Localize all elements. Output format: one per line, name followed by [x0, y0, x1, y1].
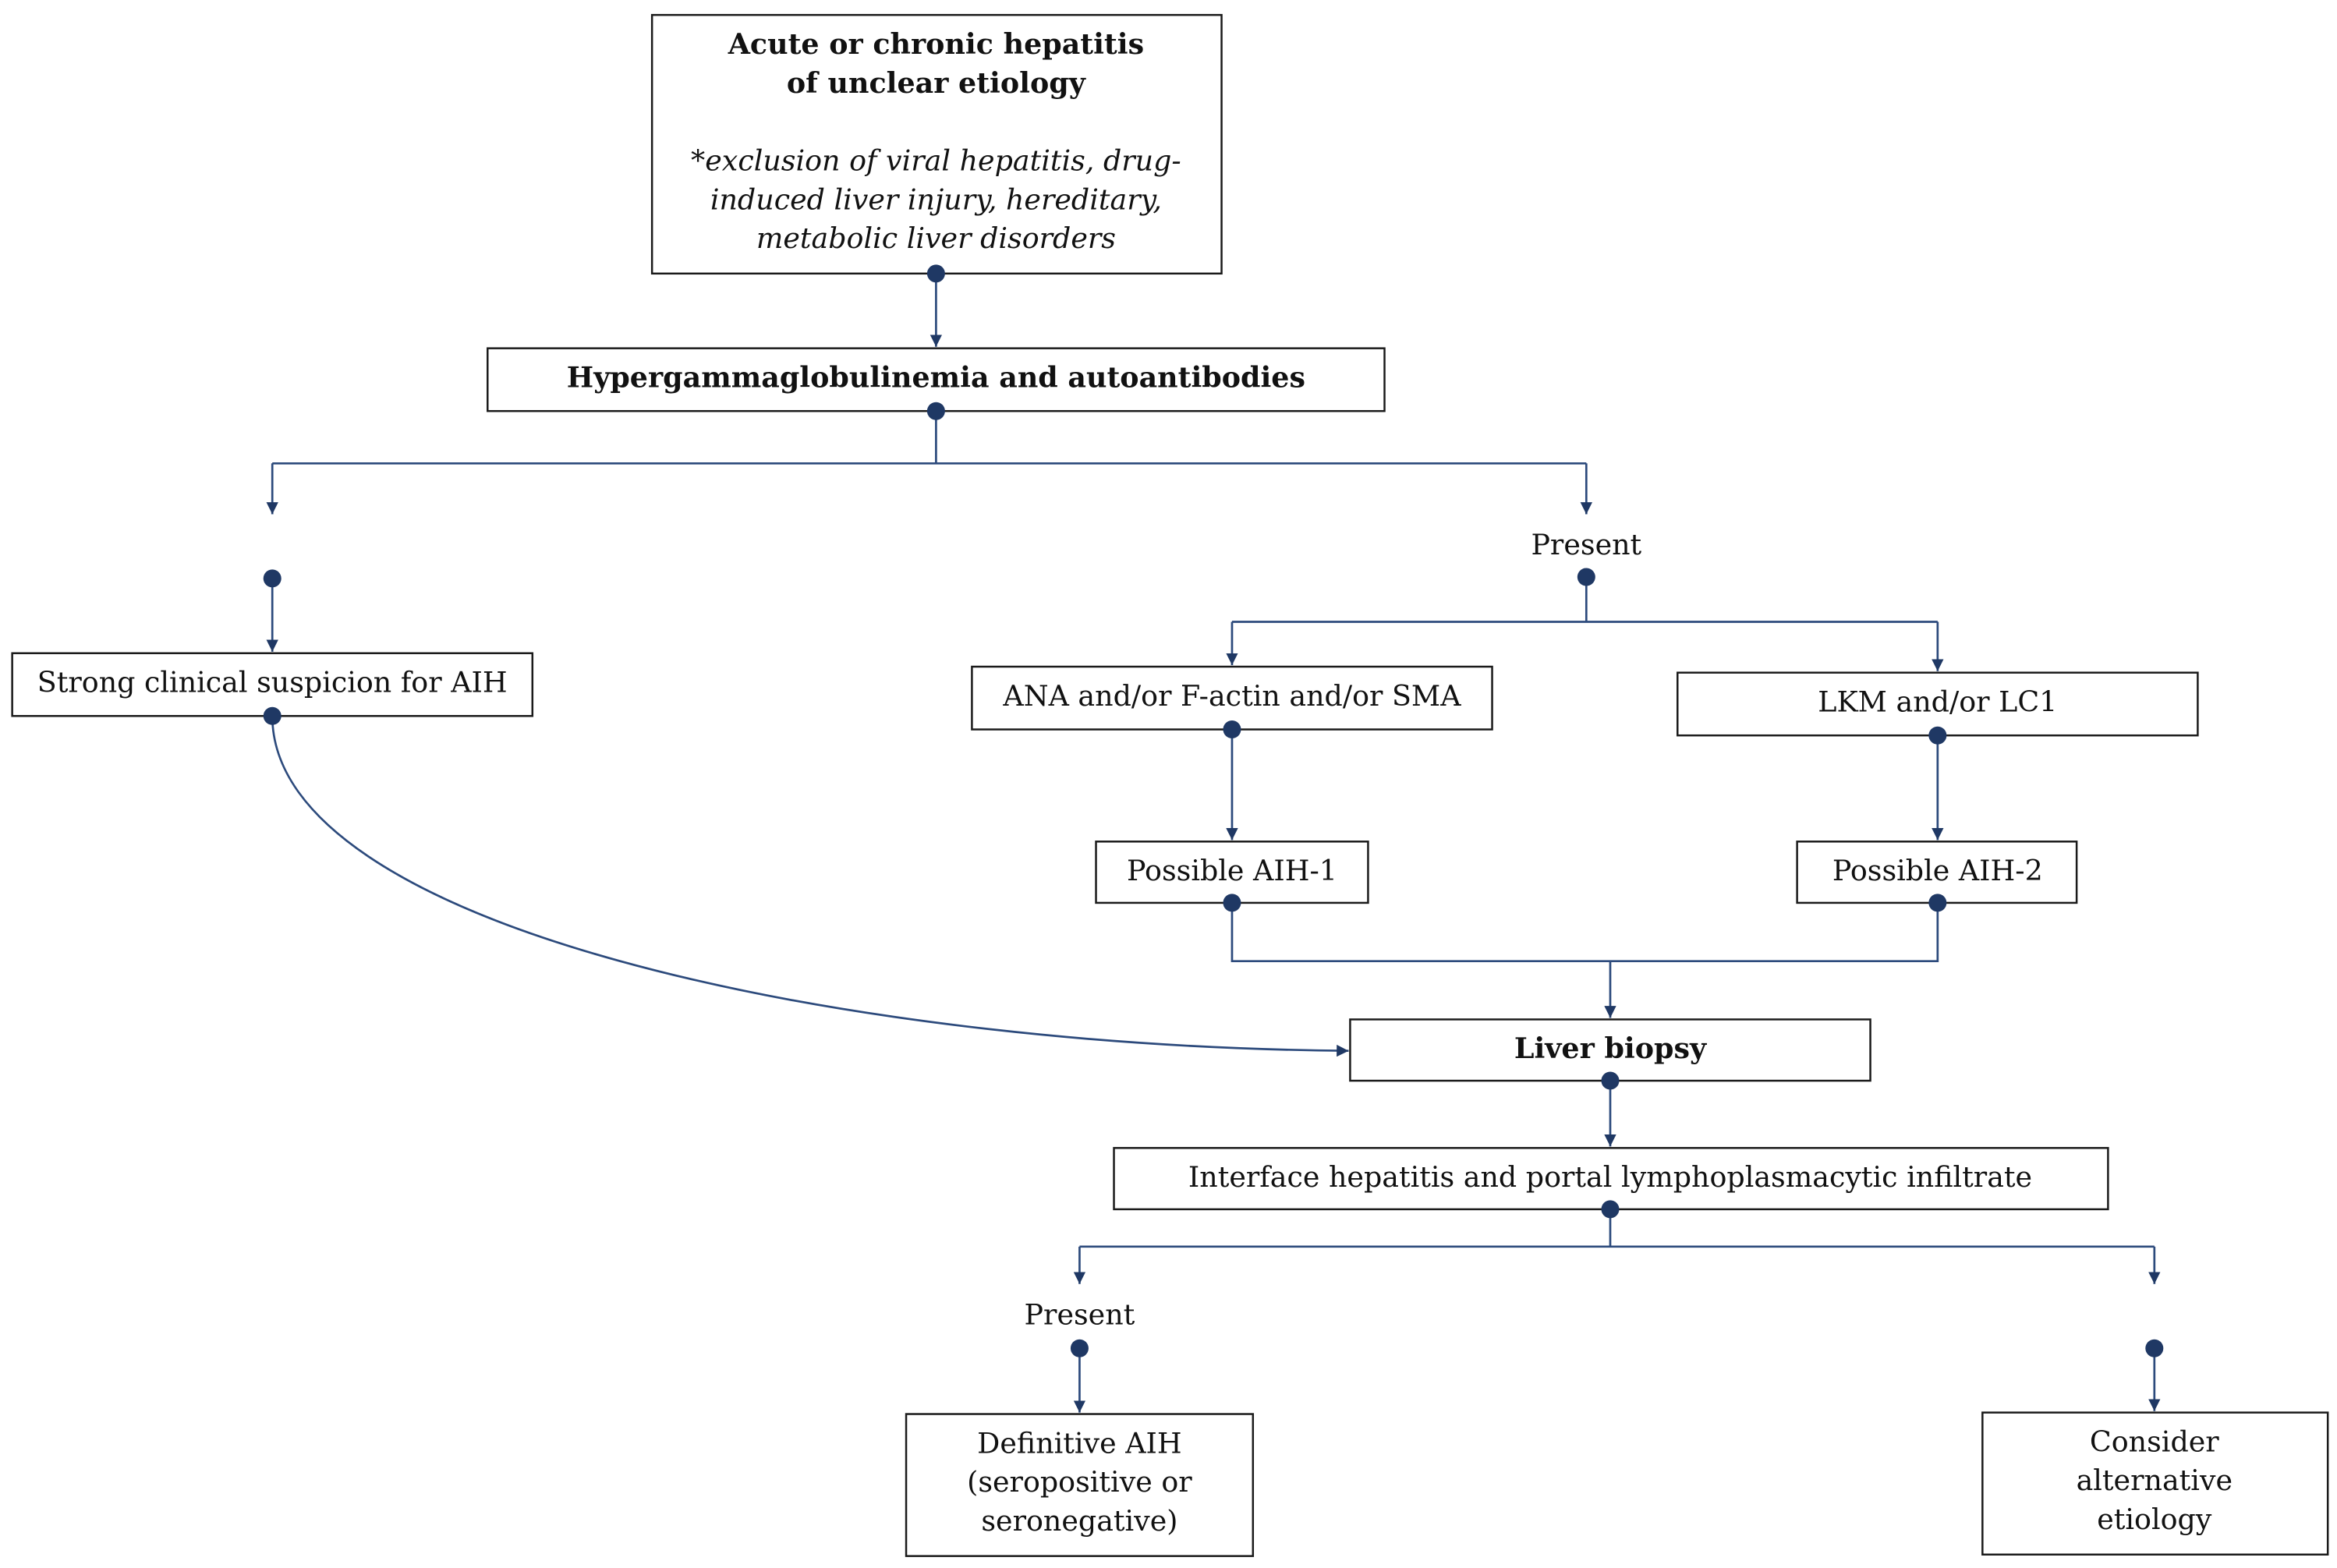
- biopsy-label: Liver biopsy: [1514, 1032, 1708, 1065]
- interface-label: Interface hepatitis and portal lymphopla…: [1188, 1160, 2032, 1194]
- node-start: Acute or chronic hepatitis of unclear et…: [650, 13, 1223, 275]
- node-interface-hepatitis: Interface hepatitis and portal lymphopla…: [1113, 1147, 2109, 1211]
- definitive-line: seronegative): [981, 1504, 1177, 1538]
- ana-label: ANA and/or F-actin and/or SMA: [1002, 679, 1461, 713]
- aih1-label: Possible AIH-1: [1127, 854, 1337, 887]
- node-lkm: LKM and/or LC1: [1677, 671, 2199, 737]
- lkm-label: LKM and/or LC1: [1818, 685, 2057, 718]
- connector-dot: [1070, 1339, 1089, 1357]
- connector-dot: [1223, 894, 1241, 912]
- connector-dots: [263, 264, 2164, 1357]
- node-definitive-aih: Definitive AIH (seropositive or seronega…: [905, 1413, 1255, 1557]
- node-alternative-etiology: Consider alternative etiology: [1981, 1411, 2329, 1556]
- start-note-line: *exclusion of viral hepatitis, drug-: [691, 143, 1181, 177]
- alternative-line: Consider: [2090, 1425, 2219, 1458]
- branch-interface: [1079, 1209, 2155, 1248]
- connector-dot: [1928, 894, 1947, 912]
- node-possible-aih1: Possible AIH-1: [1095, 841, 1369, 904]
- start-title-line: of unclear etiology: [787, 66, 1087, 100]
- branch-hyper: [272, 411, 1587, 465]
- aih2-label: Possible AIH-2: [1832, 854, 2043, 887]
- node-liver-biopsy: Liver biopsy: [1349, 1018, 1871, 1082]
- connector-dot: [926, 264, 945, 283]
- present-label: Present: [1025, 1297, 1135, 1331]
- connector-dot: [1601, 1200, 1620, 1219]
- present-label: Present: [1531, 528, 1641, 561]
- node-ana: ANA and/or F-actin and/or SMA: [971, 665, 1493, 731]
- hyper-label: Hypergammaglobulinemia and autoantibodie…: [567, 360, 1305, 394]
- start-note-line: metabolic liver disorders: [756, 221, 1116, 255]
- connector-dot: [1928, 726, 1947, 745]
- connectors: [266, 273, 2161, 1413]
- node-possible-aih2: Possible AIH-2: [1796, 841, 2078, 904]
- node-hypergammaglobulinemia: Hypergammaglobulinemia and autoantibodie…: [487, 347, 1386, 412]
- connector-dot: [263, 706, 282, 725]
- merge-aih: [1230, 902, 1939, 963]
- strong-label: Strong clinical suspicion for AIH: [37, 666, 508, 699]
- node-strong-suspicion: Strong clinical suspicion for AIH: [11, 652, 534, 717]
- connector-dot: [1601, 1071, 1620, 1090]
- curve-strong-to-biopsy: [271, 716, 1349, 1057]
- connector-dot: [263, 569, 282, 588]
- connector-dot: [926, 402, 945, 420]
- start-note-line: induced liver injury, hereditary,: [710, 182, 1162, 216]
- definitive-line: (seropositive or: [967, 1465, 1192, 1499]
- connector-dot: [1223, 720, 1241, 739]
- start-title-line: Acute or chronic hepatitis: [728, 27, 1144, 61]
- branch-present: [1231, 576, 1938, 623]
- alternative-line: alternative: [2077, 1464, 2233, 1497]
- alternative-line: etiology: [2097, 1503, 2212, 1536]
- connector-dot: [2145, 1339, 2164, 1357]
- connector-dot: [1577, 568, 1595, 586]
- definitive-line: Definitive AIH: [977, 1426, 1182, 1460]
